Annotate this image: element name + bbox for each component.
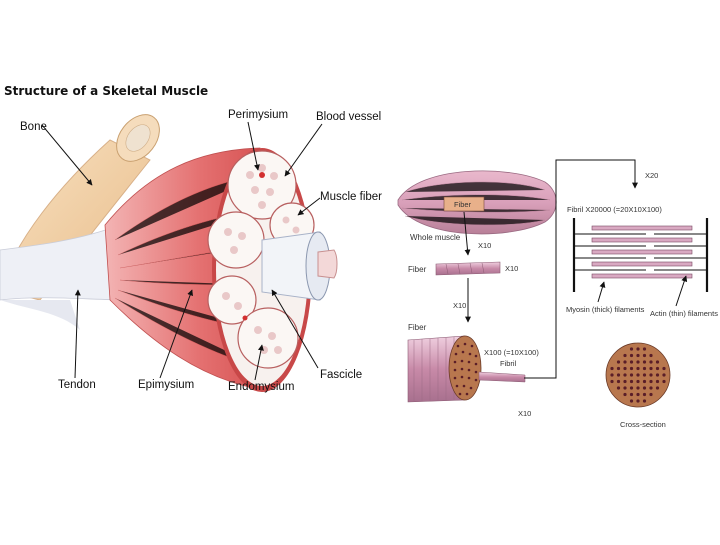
cross-section-dot (636, 360, 640, 364)
cross-section-dot (655, 379, 660, 384)
cross-section-dot (642, 379, 647, 384)
cross-section-dot (629, 366, 634, 371)
cross-section-dot (629, 353, 634, 358)
sarcomere (572, 218, 709, 292)
cross-section-dot (642, 392, 647, 397)
cross-section-dot (616, 379, 621, 384)
cross-section-dot (636, 392, 640, 397)
cross-section-dot (610, 366, 614, 371)
cross-section-dot (655, 366, 660, 371)
cross-section-dot (636, 399, 640, 403)
cross-section-dot (616, 360, 621, 364)
cross-section-dot (655, 386, 660, 390)
cross-section-dot (662, 366, 666, 371)
whole-muscle: Fiber (397, 170, 557, 235)
cross-section-dot (629, 392, 634, 397)
cross-section-dot (623, 360, 627, 364)
actin-filaments (574, 233, 707, 271)
label-myosin: Myosin (thick) filaments (566, 305, 645, 314)
cross-section-dot (629, 379, 634, 384)
cross-section-dot (642, 360, 647, 364)
label-fiber-block: Fiber (408, 323, 427, 332)
fascicle-lower-left (207, 275, 257, 325)
cross-section-dot (655, 360, 660, 364)
cross-section-dot (623, 379, 627, 384)
cross-section-dot (636, 366, 640, 371)
label-x10-5: X10 (518, 409, 531, 418)
cross-section-dot (636, 353, 640, 358)
label-actin: Actin (thin) filaments (650, 309, 718, 318)
label-cross-section: Cross-section (620, 420, 666, 429)
cross-section-dot (623, 386, 627, 390)
label-x10-3: X10 (453, 301, 466, 310)
cross-section-dot (616, 373, 621, 377)
fibril-cross-section (605, 342, 671, 408)
label-x10-1: X10 (478, 241, 491, 250)
cross-section-dot (616, 386, 621, 390)
page-title: Structure of a Skeletal Muscle (4, 84, 208, 98)
cross-section-dot (649, 392, 653, 397)
cross-section-dot (629, 399, 634, 403)
label-perimysium: Perimysium (228, 109, 288, 121)
label-x100: X100 (=10X100) (484, 348, 539, 357)
cross-section-dot (623, 373, 627, 377)
fascicle-left (207, 211, 265, 269)
cross-section-dot (642, 386, 647, 390)
single-fiber (435, 261, 501, 276)
label-fibril: Fibril (500, 359, 517, 368)
cross-section-dot (636, 379, 640, 384)
cross-section-dot (662, 379, 666, 384)
label-tendon: Tendon (58, 379, 96, 391)
cross-section-dot (636, 386, 640, 390)
cross-section-dot (655, 373, 660, 377)
fascicle-top (227, 150, 297, 220)
label-muscle-fiber: Muscle fiber (320, 191, 382, 203)
cross-section-dot (642, 366, 647, 371)
cross-section-dot (610, 379, 614, 384)
fascicle-bottom (237, 307, 299, 369)
cross-section-dot (623, 366, 627, 371)
cross-section-dot (636, 347, 640, 351)
label-bone: Bone (20, 121, 47, 133)
label-epimysium: Epimysium (138, 379, 194, 391)
cross-section-dot (649, 360, 653, 364)
label-endomysium: Endomysium (228, 381, 294, 393)
cross-section-dot (649, 366, 653, 371)
label-fiber-row: Fiber (408, 265, 427, 274)
cross-section-dot (629, 347, 634, 351)
cross-section-dot (642, 347, 647, 351)
cross-section-dot (649, 379, 653, 384)
cross-section-dot (629, 386, 634, 390)
cross-section-dot (649, 386, 653, 390)
label-blood-vessel: Blood vessel (316, 111, 381, 123)
label-fibril-scale: Fibril X20000 (=20X10X100) (567, 205, 662, 214)
label-fiber-in-muscle: Fiber (454, 200, 472, 209)
label-fascicle: Fascicle (320, 369, 362, 381)
fiber-block (407, 335, 526, 403)
cross-section-dot (629, 360, 634, 364)
cross-section-dot (623, 353, 627, 358)
cross-section-dot (649, 353, 653, 358)
myosin-filaments (591, 225, 693, 279)
cross-section-dot (636, 373, 640, 377)
cross-section-dot (610, 373, 614, 377)
label-whole-muscle: Whole muscle (410, 233, 461, 242)
cross-section-dot (642, 399, 647, 403)
cross-section-dot (629, 373, 634, 377)
cross-section-dot (642, 373, 647, 377)
cross-section-dot (642, 353, 647, 358)
label-x20: X20 (645, 171, 658, 180)
cross-section-dot (662, 373, 666, 377)
label-x10-2: X10 (505, 264, 518, 273)
cross-section-dot (649, 373, 653, 377)
cross-section-dot (623, 392, 627, 397)
protruding-fascicle (261, 231, 338, 301)
cross-section-dot (616, 366, 621, 371)
